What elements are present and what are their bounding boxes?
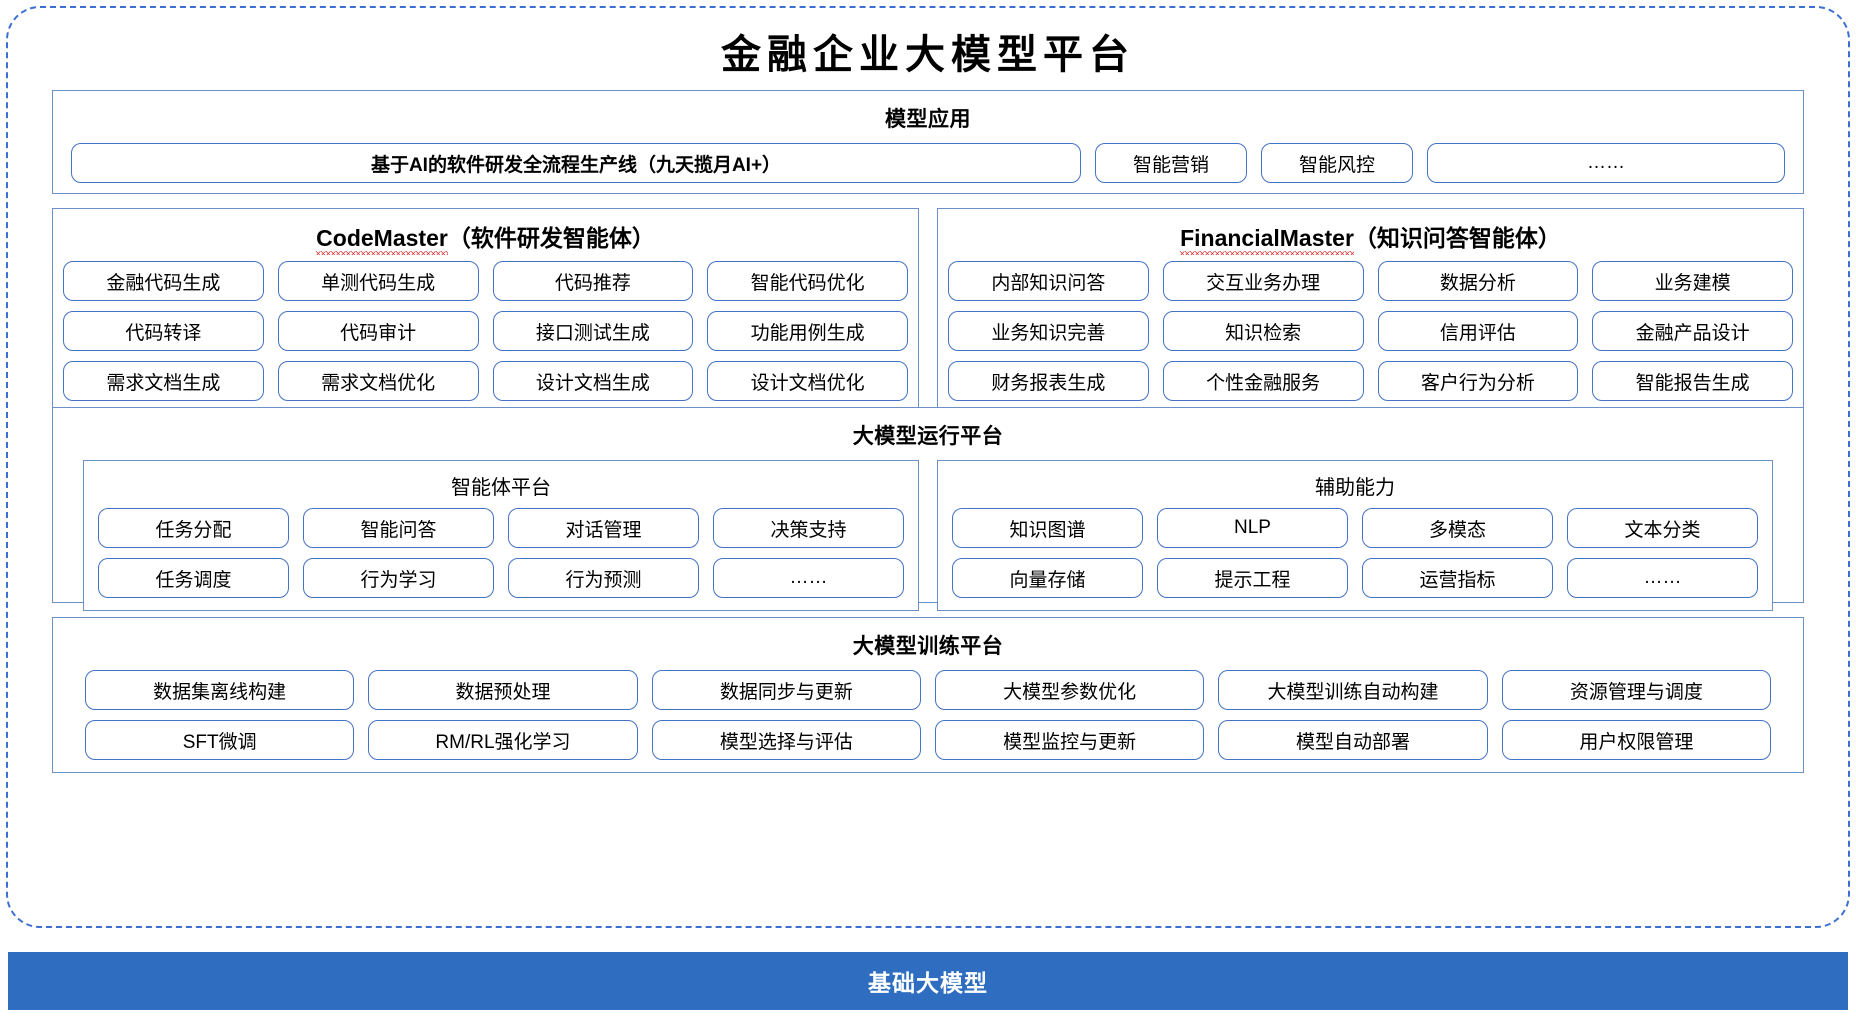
panel-financial-master: FinancialMaster（知识问答智能体） 内部知识问答 交互业务办理 数…: [937, 208, 1804, 414]
training-pill-4[interactable]: 大模型训练自动构建: [1218, 670, 1488, 710]
code-master-suffix: （软件研发智能体）: [447, 225, 655, 251]
app-pill-ai-pipeline[interactable]: 基于AI的软件研发全流程生产线（九天揽月AI+）: [71, 143, 1081, 183]
code-master-pill-8[interactable]: 需求文档生成: [63, 361, 264, 401]
agent-platform-pill-3[interactable]: 决策支持: [713, 508, 904, 548]
code-master-pill-1[interactable]: 单测代码生成: [277, 261, 479, 301]
app-pill-smart-risk-control[interactable]: 智能风控: [1261, 143, 1413, 183]
financial-master-pill-11[interactable]: 智能报告生成: [1592, 361, 1793, 401]
subpanel-title-auxiliary-capabilities: 辅助能力: [1315, 477, 1395, 499]
financial-master-pill-10[interactable]: 客户行为分析: [1377, 361, 1579, 401]
code-master-pill-5[interactable]: 代码审计: [277, 311, 479, 351]
training-pill-1[interactable]: 数据预处理: [368, 670, 638, 710]
panel-title-financial-master: FinancialMaster（知识问答智能体）: [948, 219, 1793, 255]
agent-platform-pill-2[interactable]: 对话管理: [508, 508, 699, 548]
section-runtime-platform: 大模型运行平台 智能体平台 任务分配 智能问答 对话管理 决策支持 任务调度 行…: [52, 407, 1804, 611]
auxiliary-pill-5[interactable]: 提示工程: [1157, 558, 1348, 598]
agent-platform-items: 任务分配 智能问答 对话管理 决策支持 任务调度 行为学习 行为预测 ……: [98, 508, 904, 598]
agent-platform-pill-0[interactable]: 任务分配: [98, 508, 289, 548]
section-title-training-platform: 大模型训练平台: [852, 635, 1004, 658]
auxiliary-items: 知识图谱 NLP 多模态 文本分类 向量存储 提示工程 运营指标 ……: [952, 508, 1758, 598]
section-title-runtime-platform: 大模型运行平台: [852, 425, 1004, 448]
subpanel-title-agent-platform: 智能体平台: [451, 477, 551, 499]
auxiliary-pill-7[interactable]: ……: [1567, 558, 1758, 598]
subpanel-auxiliary-capabilities: 辅助能力 知识图谱 NLP 多模态 文本分类 向量存储 提示工程 运营指标 ……: [937, 460, 1773, 611]
code-master-items: 金融代码生成 单测代码生成 代码推荐 智能代码优化 代码转译 代码审计 接口测试…: [63, 261, 908, 401]
subpanel-agent-platform: 智能体平台 任务分配 智能问答 对话管理 决策支持 任务调度 行为学习 行为预测…: [83, 460, 919, 611]
code-master-pill-10[interactable]: 设计文档生成: [492, 361, 694, 401]
training-pill-9[interactable]: 模型监控与更新: [935, 720, 1205, 760]
financial-master-pill-5[interactable]: 知识检索: [1162, 311, 1364, 351]
panel-code-master: CodeMaster（软件研发智能体） 金融代码生成 单测代码生成 代码推荐 智…: [52, 208, 919, 414]
financial-master-pill-3[interactable]: 业务建模: [1592, 261, 1793, 301]
runtime-platform-panels: 智能体平台 任务分配 智能问答 对话管理 决策支持 任务调度 行为学习 行为预测…: [63, 460, 1793, 611]
code-master-pill-9[interactable]: 需求文档优化: [277, 361, 479, 401]
financial-master-pill-6[interactable]: 信用评估: [1377, 311, 1579, 351]
auxiliary-pill-3[interactable]: 文本分类: [1567, 508, 1758, 548]
section-model-application: 模型应用 基于AI的软件研发全流程生产线（九天揽月AI+） 智能营销 智能风控 …: [52, 90, 1804, 194]
financial-master-pill-1[interactable]: 交互业务办理: [1162, 261, 1364, 301]
base-model-label: 基础大模型: [868, 970, 988, 996]
training-pill-6[interactable]: SFT微调: [85, 720, 355, 760]
training-pill-10[interactable]: 模型自动部署: [1218, 720, 1488, 760]
financial-master-pill-4[interactable]: 业务知识完善: [948, 311, 1149, 351]
training-pill-3[interactable]: 大模型参数优化: [935, 670, 1205, 710]
auxiliary-pill-2[interactable]: 多模态: [1362, 508, 1553, 548]
auxiliary-pill-1[interactable]: NLP: [1157, 508, 1348, 548]
training-platform-items: 数据集离线构建 数据预处理 数据同步与更新 大模型参数优化 大模型训练自动构建 …: [63, 670, 1793, 760]
agent-platform-pill-7[interactable]: ……: [713, 558, 904, 598]
financial-master-suffix: （知识问答智能体）: [1353, 225, 1561, 251]
model-application-items: 基于AI的软件研发全流程生产线（九天揽月AI+） 智能营销 智能风控 ……: [63, 143, 1793, 183]
app-pill-more[interactable]: ……: [1427, 143, 1785, 183]
financial-master-pill-9[interactable]: 个性金融服务: [1162, 361, 1364, 401]
financial-master-pill-2[interactable]: 数据分析: [1377, 261, 1579, 301]
training-pill-2[interactable]: 数据同步与更新: [651, 670, 921, 710]
training-pill-0[interactable]: 数据集离线构建: [85, 670, 355, 710]
auxiliary-pill-0[interactable]: 知识图谱: [952, 508, 1143, 548]
code-master-pill-11[interactable]: 设计文档优化: [707, 361, 908, 401]
code-master-pill-3[interactable]: 智能代码优化: [707, 261, 908, 301]
agent-platform-pill-6[interactable]: 行为预测: [508, 558, 699, 598]
training-pill-11[interactable]: 用户权限管理: [1501, 720, 1771, 760]
app-pill-smart-marketing[interactable]: 智能营销: [1095, 143, 1247, 183]
section-training-platform: 大模型训练平台 数据集离线构建 数据预处理 数据同步与更新 大模型参数优化 大模…: [52, 617, 1804, 773]
code-master-pill-6[interactable]: 接口测试生成: [492, 311, 694, 351]
training-pill-7[interactable]: RM/RL强化学习: [368, 720, 638, 760]
financial-master-pill-0[interactable]: 内部知识问答: [948, 261, 1149, 301]
code-master-pill-4[interactable]: 代码转译: [63, 311, 264, 351]
financial-master-pill-7[interactable]: 金融产品设计: [1592, 311, 1793, 351]
auxiliary-pill-4[interactable]: 向量存储: [952, 558, 1143, 598]
financial-master-pill-8[interactable]: 财务报表生成: [948, 361, 1149, 401]
page-title: 金融企业大模型平台: [721, 32, 1135, 77]
panel-title-code-master: CodeMaster（软件研发智能体）: [63, 219, 908, 255]
code-master-pill-0[interactable]: 金融代码生成: [63, 261, 264, 301]
base-model-bar: 基础大模型: [8, 952, 1848, 1010]
financial-master-items: 内部知识问答 交互业务办理 数据分析 业务建模 业务知识完善 知识检索 信用评估…: [948, 261, 1793, 401]
financial-master-name: FinancialMaster: [1180, 225, 1354, 255]
section-agents: CodeMaster（软件研发智能体） 金融代码生成 单测代码生成 代码推荐 智…: [52, 208, 1804, 414]
section-title-model-application: 模型应用: [885, 108, 971, 131]
agent-platform-pill-4[interactable]: 任务调度: [98, 558, 289, 598]
agent-platform-pill-5[interactable]: 行为学习: [303, 558, 494, 598]
training-pill-5[interactable]: 资源管理与调度: [1501, 670, 1771, 710]
auxiliary-pill-6[interactable]: 运营指标: [1362, 558, 1553, 598]
code-master-name: CodeMaster: [316, 225, 448, 255]
agent-platform-pill-1[interactable]: 智能问答: [303, 508, 494, 548]
code-master-pill-7[interactable]: 功能用例生成: [707, 311, 908, 351]
training-pill-8[interactable]: 模型选择与评估: [651, 720, 921, 760]
code-master-pill-2[interactable]: 代码推荐: [492, 261, 694, 301]
